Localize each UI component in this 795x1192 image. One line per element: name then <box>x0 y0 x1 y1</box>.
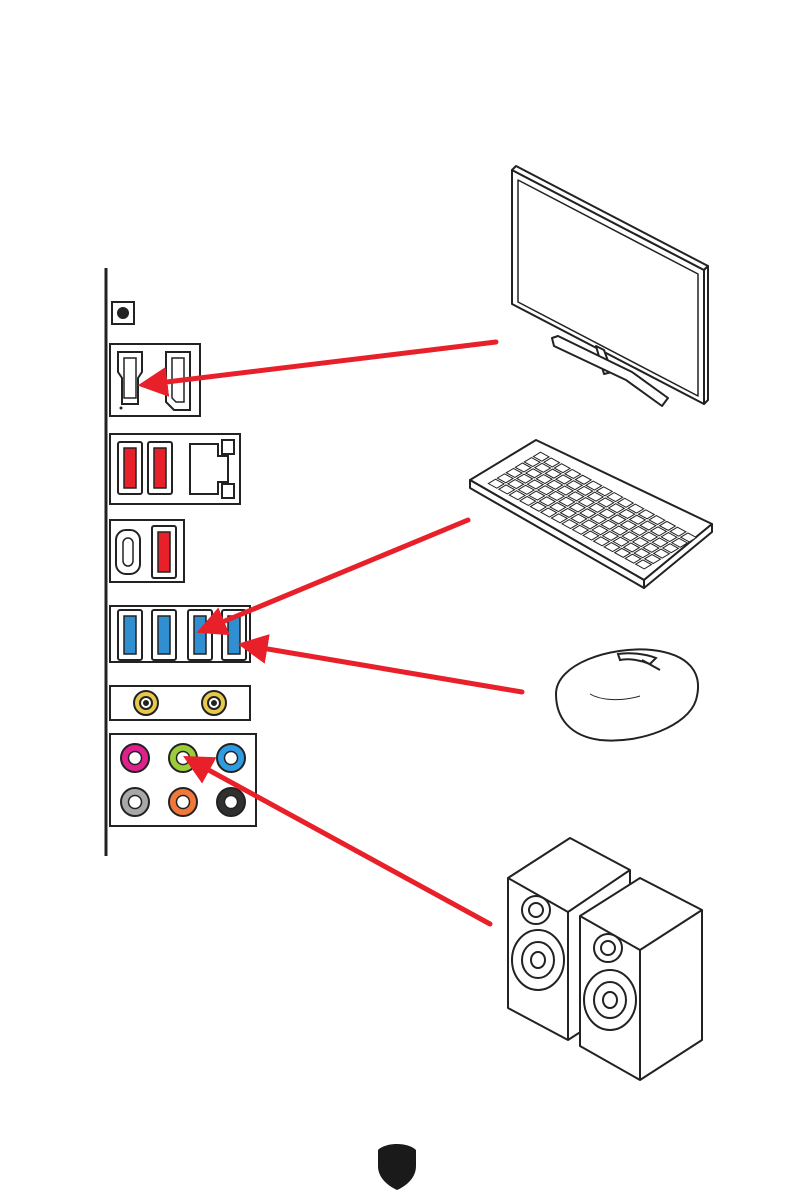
usb-red-2 <box>148 442 172 494</box>
usb-type-c-port <box>116 530 140 574</box>
lan-port <box>190 440 234 498</box>
line-in-jack <box>217 744 245 772</box>
io-panel <box>106 268 256 856</box>
hdmi-port <box>118 352 142 410</box>
speaker-right <box>580 878 702 1080</box>
arrow-mouse-to-usb <box>250 646 522 692</box>
arrow-monitor-to-hdmi <box>150 342 496 384</box>
center-subwoofer-jack <box>169 788 197 816</box>
arrow-keyboard-to-usb <box>208 520 468 628</box>
usb-red-1 <box>118 442 142 494</box>
usbc-block <box>110 520 184 582</box>
side-surround-jack <box>121 788 149 816</box>
wifi-antenna-1 <box>134 691 158 715</box>
shield-logo-icon <box>378 1144 416 1190</box>
rear-surround-jack <box>217 788 245 816</box>
mic-in-jack <box>121 744 149 772</box>
usb-blue-1 <box>118 610 142 660</box>
wifi-block <box>110 686 250 720</box>
arrow-speakers-to-audio <box>194 762 490 924</box>
audio-block <box>110 734 256 826</box>
usb-blue-block <box>110 606 250 662</box>
usb-red-3 <box>152 526 176 578</box>
monitor-icon <box>512 166 708 406</box>
clear-cmos-button <box>112 302 134 324</box>
usb-blue-2 <box>152 610 176 660</box>
wifi-antenna-2 <box>202 691 226 715</box>
usb-lan-block <box>110 434 240 504</box>
keyboard-icon <box>470 440 712 588</box>
mouse-icon <box>556 649 698 740</box>
speakers-icon <box>508 838 702 1080</box>
line-out-jack <box>169 744 197 772</box>
usb-blue-3 <box>188 610 212 660</box>
